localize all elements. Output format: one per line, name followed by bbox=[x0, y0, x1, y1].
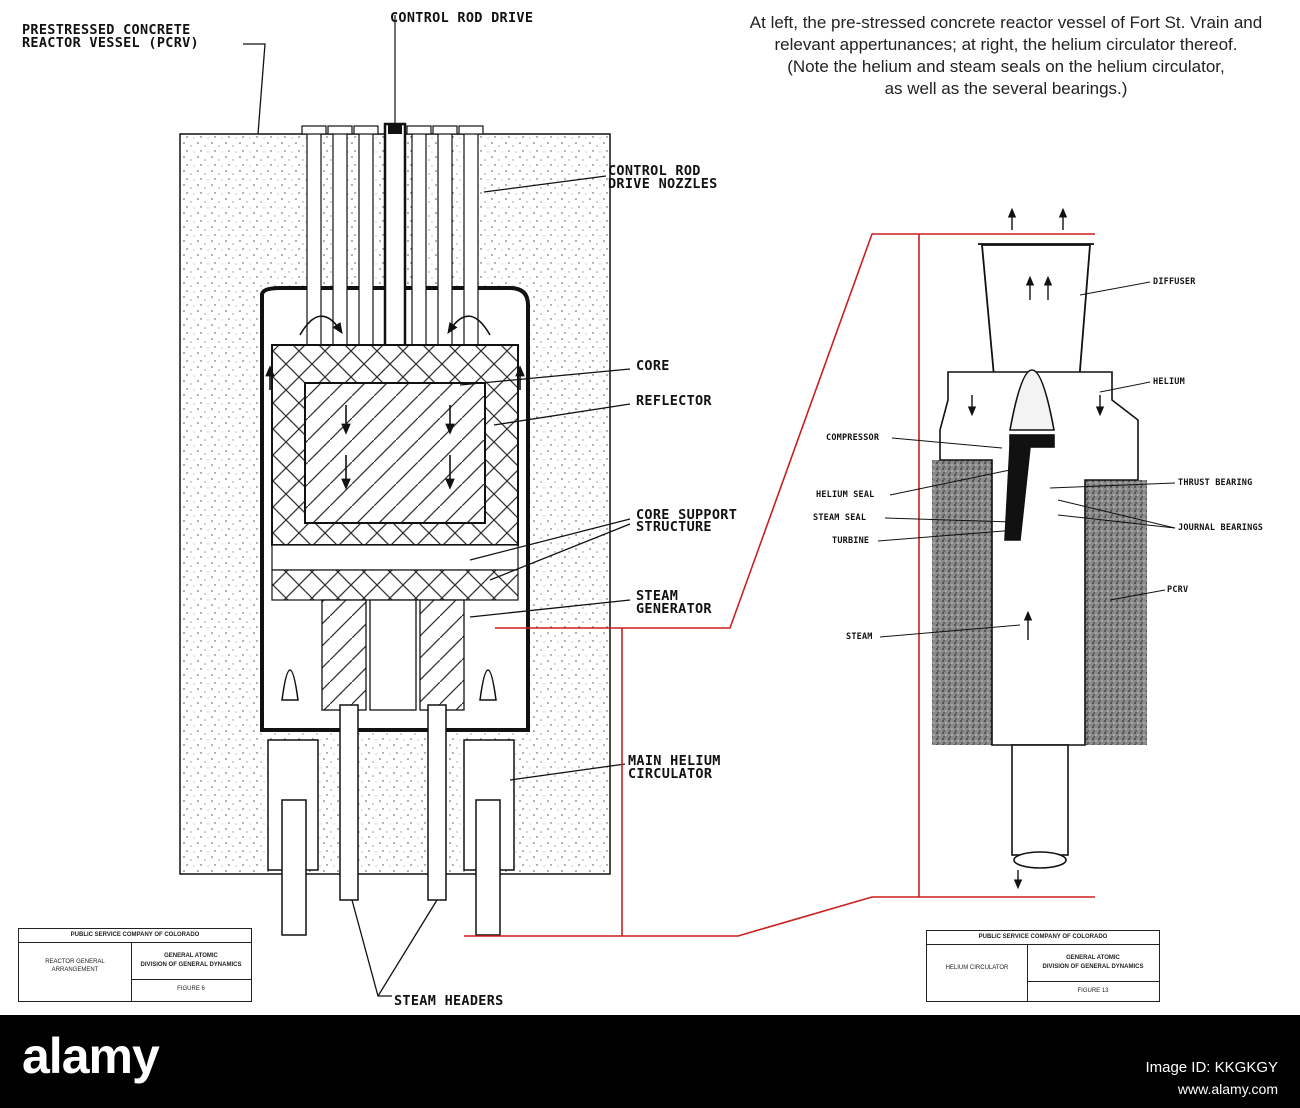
label-control-rod-drive: CONTROL ROD DRIVE bbox=[390, 10, 534, 26]
core bbox=[304, 382, 486, 524]
label-helium-seal: HELIUM SEAL bbox=[816, 490, 875, 500]
title-block-left-figure: FIGURE 6 bbox=[177, 986, 205, 992]
label-reflector: REFLECTOR bbox=[636, 393, 712, 409]
label-circ-line1: MAIN HELIUM bbox=[628, 753, 721, 769]
title-block-right: PUBLIC SERVICE COMPANY OF COLORADO HELIU… bbox=[926, 930, 1160, 1002]
label-support-line2: STRUCTURE bbox=[636, 519, 712, 535]
brand-logo: alamy bbox=[22, 1028, 160, 1084]
title-block-left-divider bbox=[131, 943, 132, 1001]
caption-line-4: as well as the several bearings.) bbox=[884, 79, 1128, 98]
title-block-left-title-1: REACTOR GENERAL bbox=[45, 959, 105, 965]
title-block-left-maker-2: DIVISION OF GENERAL DYNAMICS bbox=[140, 962, 242, 968]
title-block-left-rule bbox=[131, 979, 251, 980]
circulator-pcrv-concrete bbox=[932, 460, 1147, 745]
label-core: CORE bbox=[636, 358, 670, 374]
left-leader-lines bbox=[243, 43, 631, 997]
site-url: www.alamy.com bbox=[1177, 1081, 1278, 1097]
image-id: Image ID: KKGKGY bbox=[1145, 1059, 1278, 1076]
label-turbine: TURBINE bbox=[832, 536, 870, 546]
label-support-line1: CORE SUPPORT bbox=[636, 507, 738, 523]
label-diffuser: DIFFUSER bbox=[1153, 277, 1196, 287]
caption: At left, the pre-stressed concrete react… bbox=[716, 12, 1296, 100]
label-steam-gen-line2: GENERATOR bbox=[636, 601, 712, 617]
caption-line-1: At left, the pre-stressed concrete react… bbox=[749, 13, 1263, 32]
label-compressor: COMPRESSOR bbox=[826, 433, 880, 443]
label-circ-line2: CIRCULATOR bbox=[628, 766, 713, 782]
flow-arrows bbox=[265, 315, 525, 490]
circulator-body bbox=[939, 369, 1139, 869]
label-pcrv-line1: PRESTRESSED CONCRETE bbox=[22, 22, 191, 38]
title-block-right-title: HELIUM CIRCULATOR bbox=[945, 965, 1009, 971]
diagram-artwork bbox=[179, 15, 1176, 997]
title-block-left-title-2: ARRANGEMENT bbox=[51, 967, 99, 973]
control-rod-drive-nozzles bbox=[301, 125, 484, 346]
label-steam-headers: STEAM HEADERS bbox=[394, 993, 504, 1009]
title-block-right-rule bbox=[1027, 981, 1159, 982]
title-block-left: PUBLIC SERVICE COMPANY OF COLORADO REACT… bbox=[18, 928, 252, 1002]
title-block-right-divider bbox=[1027, 945, 1028, 1001]
label-steam: STEAM bbox=[846, 632, 873, 642]
red-callout-lines bbox=[464, 233, 1095, 937]
title-block-right-company: PUBLIC SERVICE COMPANY OF COLORADO bbox=[927, 931, 1159, 945]
label-thrust-bearing: THRUST BEARING bbox=[1178, 478, 1253, 488]
title-block-right-maker-1: GENERAL ATOMIC bbox=[1066, 955, 1120, 961]
right-leader-lines bbox=[877, 281, 1176, 638]
circulator-arrows bbox=[967, 207, 1105, 890]
core-support-structure bbox=[271, 544, 519, 601]
steam-generators bbox=[321, 599, 465, 711]
label-nozzles-line1: CONTROL ROD bbox=[608, 163, 701, 179]
caption-line-2: relevant appertunances; at right, the he… bbox=[774, 35, 1238, 54]
title-block-left-maker-1: GENERAL ATOMIC bbox=[164, 953, 218, 959]
title-block-right-figure: FIGURE 13 bbox=[1077, 988, 1109, 994]
label-pcrv-line2: REACTOR VESSEL (PCRV) bbox=[22, 35, 199, 51]
steam-header-pipes bbox=[339, 704, 447, 901]
title-block-left-company: PUBLIC SERVICE COMPANY OF COLORADO bbox=[19, 929, 251, 943]
caption-line-3: (Note the helium and steam seals on the … bbox=[787, 57, 1225, 76]
label-pcrv: PCRV bbox=[1167, 585, 1189, 595]
control-rod-drive bbox=[383, 15, 407, 351]
label-steam-seal: STEAM SEAL bbox=[813, 513, 867, 523]
diagram-stage bbox=[179, 15, 1176, 997]
label-nozzles-line2: DRIVE NOZZLES bbox=[608, 176, 718, 192]
title-block-right-maker-2: DIVISION OF GENERAL DYNAMICS bbox=[1042, 964, 1144, 970]
footer-bar: alamy Image ID: KKGKGY www.alamy.com bbox=[0, 1015, 1300, 1108]
main-helium-circulators bbox=[267, 669, 515, 936]
label-journal-bearings: JOURNAL BEARINGS bbox=[1178, 523, 1264, 533]
label-steam-gen-line1: STEAM bbox=[636, 588, 679, 604]
label-helium: HELIUM bbox=[1153, 377, 1185, 387]
